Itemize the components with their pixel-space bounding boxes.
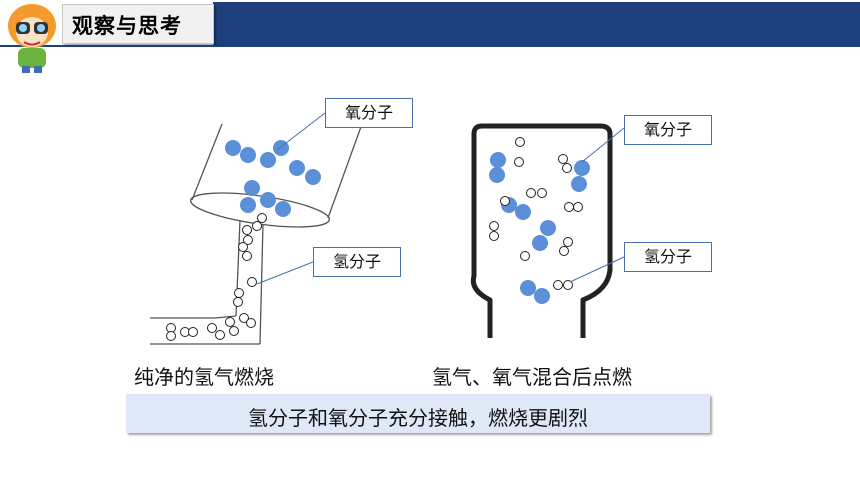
summary-box: 氢分子和氧分子充分接触，燃烧更剧烈 <box>126 394 710 433</box>
left-hydrogen-pointer <box>256 261 314 285</box>
left-hydrogen-molecules <box>166 213 267 341</box>
left-oxygen-molecules <box>225 140 321 217</box>
right-hydrogen-molecules <box>489 137 583 290</box>
page-title: 观察与思考 <box>72 14 182 38</box>
right-oxygen-molecules <box>489 152 590 304</box>
right-hydrogen-pointer <box>569 256 625 283</box>
header-divider <box>0 45 860 47</box>
header-title-box <box>62 4 214 44</box>
summary-text: 氢分子和氧分子充分接触，燃烧更剧烈 <box>248 406 588 430</box>
left-hydrogen-label: 氢分子 <box>313 247 401 277</box>
header-blue-band <box>213 2 860 45</box>
right-hydrogen-label: 氢分子 <box>624 242 712 272</box>
right-oxygen-pointer <box>581 127 625 163</box>
mascot-with-binoculars-icon <box>8 4 56 73</box>
left-figure-caption: 纯净的氢气燃烧 <box>134 365 274 389</box>
left-oxygen-label: 氧分子 <box>325 98 413 128</box>
right-figure-caption: 氢气、氧气混合后点燃 <box>432 365 632 389</box>
right-bottle-outline <box>470 123 613 338</box>
header-bar: 观察与思考 <box>0 0 860 45</box>
left-tube-outline <box>150 123 363 345</box>
left-oxygen-pointer <box>276 112 326 151</box>
right-oxygen-label: 氧分子 <box>624 115 712 145</box>
